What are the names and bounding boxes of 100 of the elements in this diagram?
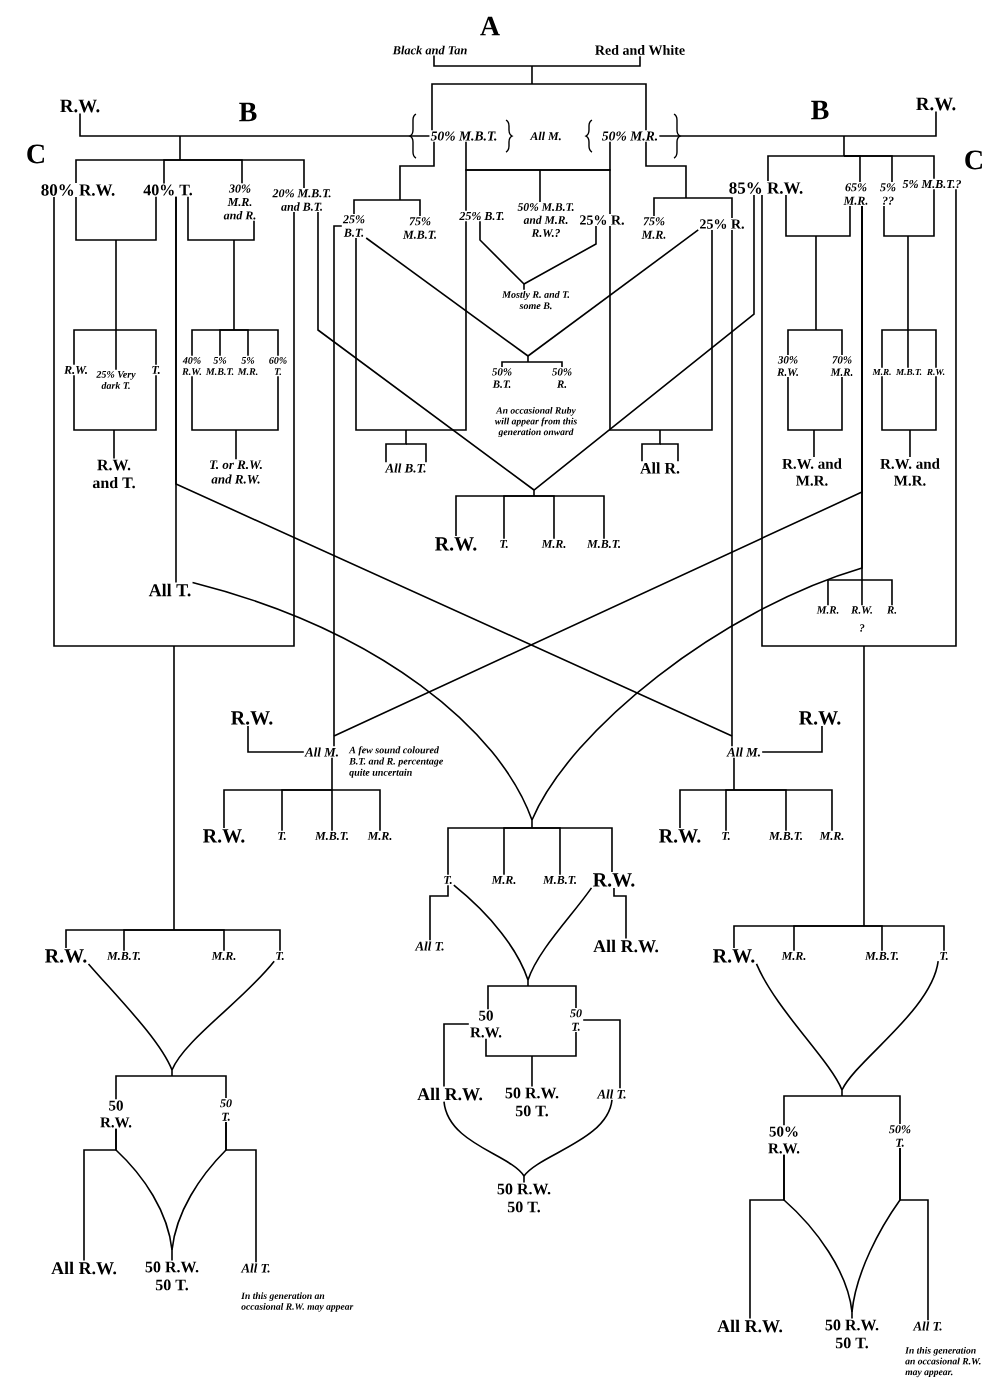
connector-line (331, 789, 333, 832)
connector-line (281, 789, 333, 832)
connector-line (73, 329, 117, 366)
connector-line (405, 220, 467, 431)
connector-line (531, 55, 641, 67)
connector-line (841, 1095, 901, 1125)
connector-line (613, 887, 627, 940)
connector-line (385, 429, 407, 464)
connector-line (115, 1075, 173, 1101)
connector-line (399, 141, 435, 201)
connector-line (685, 197, 733, 219)
connector-line (355, 237, 407, 431)
connector-line (113, 429, 115, 460)
connector-line (761, 194, 865, 647)
breed-label: R.W. and T. (92, 459, 135, 489)
connector-line (501, 361, 529, 368)
connector-line (115, 1127, 173, 1251)
breed-label: 85% R.W. (729, 182, 803, 194)
connector-line (531, 1031, 577, 1057)
breed-label: All R.W. (593, 939, 659, 953)
connector-line (863, 925, 945, 952)
breed-label: R.W. (799, 711, 841, 725)
breed-label: All T. (148, 583, 191, 597)
connector-line (443, 1023, 470, 1088)
breed-label: R.W. (203, 829, 245, 843)
connector-line (171, 1069, 173, 1077)
connector-line (909, 375, 937, 431)
connector-line (399, 199, 421, 217)
connector-line (841, 1089, 843, 1097)
connector-line (539, 169, 541, 203)
connector-line (171, 1121, 227, 1251)
connector-line (531, 65, 533, 85)
connector-line (179, 135, 431, 137)
connector-line (907, 235, 909, 331)
connector-line (755, 963, 843, 1091)
connector-line (179, 135, 181, 161)
connector-line (767, 155, 845, 182)
connector-line (815, 205, 851, 237)
connector-line (785, 194, 817, 237)
connector-line (365, 237, 529, 357)
connector-line (247, 725, 305, 753)
connector-line (75, 196, 117, 241)
connector-line (851, 1147, 901, 1313)
connector-line (843, 110, 937, 137)
connector-line (433, 54, 533, 67)
connector-line (333, 735, 335, 747)
section-letter: B (239, 102, 257, 122)
connector-line (443, 1100, 525, 1177)
connector-line (653, 197, 687, 217)
breed-label: R.W. (231, 711, 273, 725)
connector-line (531, 205, 863, 821)
section-letter: A (480, 16, 500, 36)
section-letter: C (27, 144, 44, 164)
connector-line (907, 188, 935, 237)
connector-line (658, 135, 845, 137)
connector-line (725, 789, 735, 832)
connector-line (863, 188, 957, 647)
breed-label: 50 R.W. 50 T. (497, 1183, 551, 1213)
connector-line (531, 827, 613, 873)
connector-line (479, 220, 525, 285)
connector-line (191, 375, 237, 431)
breed-label: R.W. (435, 537, 477, 551)
connector-line (235, 429, 237, 460)
connector-line (527, 887, 593, 981)
connector-line (527, 355, 529, 363)
breed-label: R.W. (916, 97, 956, 111)
connector-line (485, 1037, 533, 1057)
connector-line (861, 579, 893, 606)
connector-line (907, 329, 909, 369)
connector-line (503, 495, 535, 540)
connector-line (235, 375, 279, 431)
connector-line (793, 925, 865, 952)
connector-line (787, 376, 815, 431)
connector-line (219, 329, 235, 357)
connector-line (843, 135, 845, 157)
breed-label: All R.W. (51, 1261, 117, 1275)
connector-line (733, 757, 735, 791)
connector-line (113, 374, 157, 431)
breed-label: R.W. (593, 873, 635, 887)
connector-line (659, 443, 679, 462)
breed-label: R.W. (45, 949, 87, 963)
connector-line (783, 1095, 843, 1127)
connector-line (531, 819, 533, 829)
connector-line (813, 429, 815, 458)
connector-line (883, 205, 909, 237)
connector-line (527, 979, 529, 987)
connector-line (815, 329, 843, 356)
connector-line (233, 329, 279, 357)
connector-line (163, 159, 181, 185)
connector-line (909, 429, 911, 458)
connector-line (523, 225, 597, 285)
connector-line (761, 725, 823, 753)
connector-line (783, 1153, 853, 1313)
connector-line (659, 229, 713, 431)
breed-label: 50 R.W. 50 T. (505, 1087, 559, 1117)
breed-label: 50 R.W. 50 T. (825, 1319, 879, 1349)
connector-line (813, 376, 843, 431)
connector-line (53, 196, 175, 647)
connector-line (843, 155, 935, 180)
connector-line (582, 1019, 621, 1089)
